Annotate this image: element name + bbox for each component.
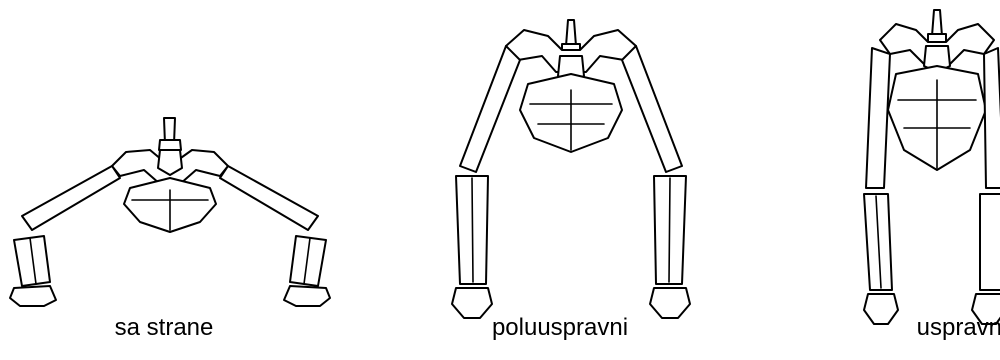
left-upper-arm bbox=[866, 48, 890, 188]
left-hand bbox=[864, 294, 898, 324]
right-hand bbox=[650, 288, 690, 318]
vertebra bbox=[159, 140, 181, 150]
spine-bone bbox=[566, 20, 576, 46]
spine-bone bbox=[932, 10, 942, 36]
caption-side-posture: sa strane bbox=[115, 314, 214, 342]
left-upper-arm bbox=[460, 46, 520, 172]
forearm-split bbox=[669, 178, 670, 282]
skeleton-semi-upright-posture bbox=[452, 20, 690, 318]
right-forearm bbox=[980, 194, 1000, 290]
right-upper-arm bbox=[220, 166, 318, 230]
caption-upright-posture: uspravni bbox=[917, 314, 1000, 342]
left-upper-arm bbox=[22, 166, 120, 230]
right-hand bbox=[284, 286, 330, 306]
forearm-split bbox=[472, 178, 473, 282]
right-forearm bbox=[290, 236, 326, 286]
right-upper-arm bbox=[622, 46, 682, 172]
skeleton-side-posture bbox=[10, 118, 330, 306]
left-hand bbox=[452, 288, 492, 318]
left-hand bbox=[10, 286, 56, 306]
caption-semi-upright-posture: poluuspravni bbox=[492, 314, 628, 342]
cervical-knob bbox=[158, 150, 182, 175]
right-upper-arm bbox=[984, 48, 1000, 188]
skeleton-upright-posture bbox=[864, 10, 1000, 324]
left-forearm bbox=[14, 236, 50, 286]
